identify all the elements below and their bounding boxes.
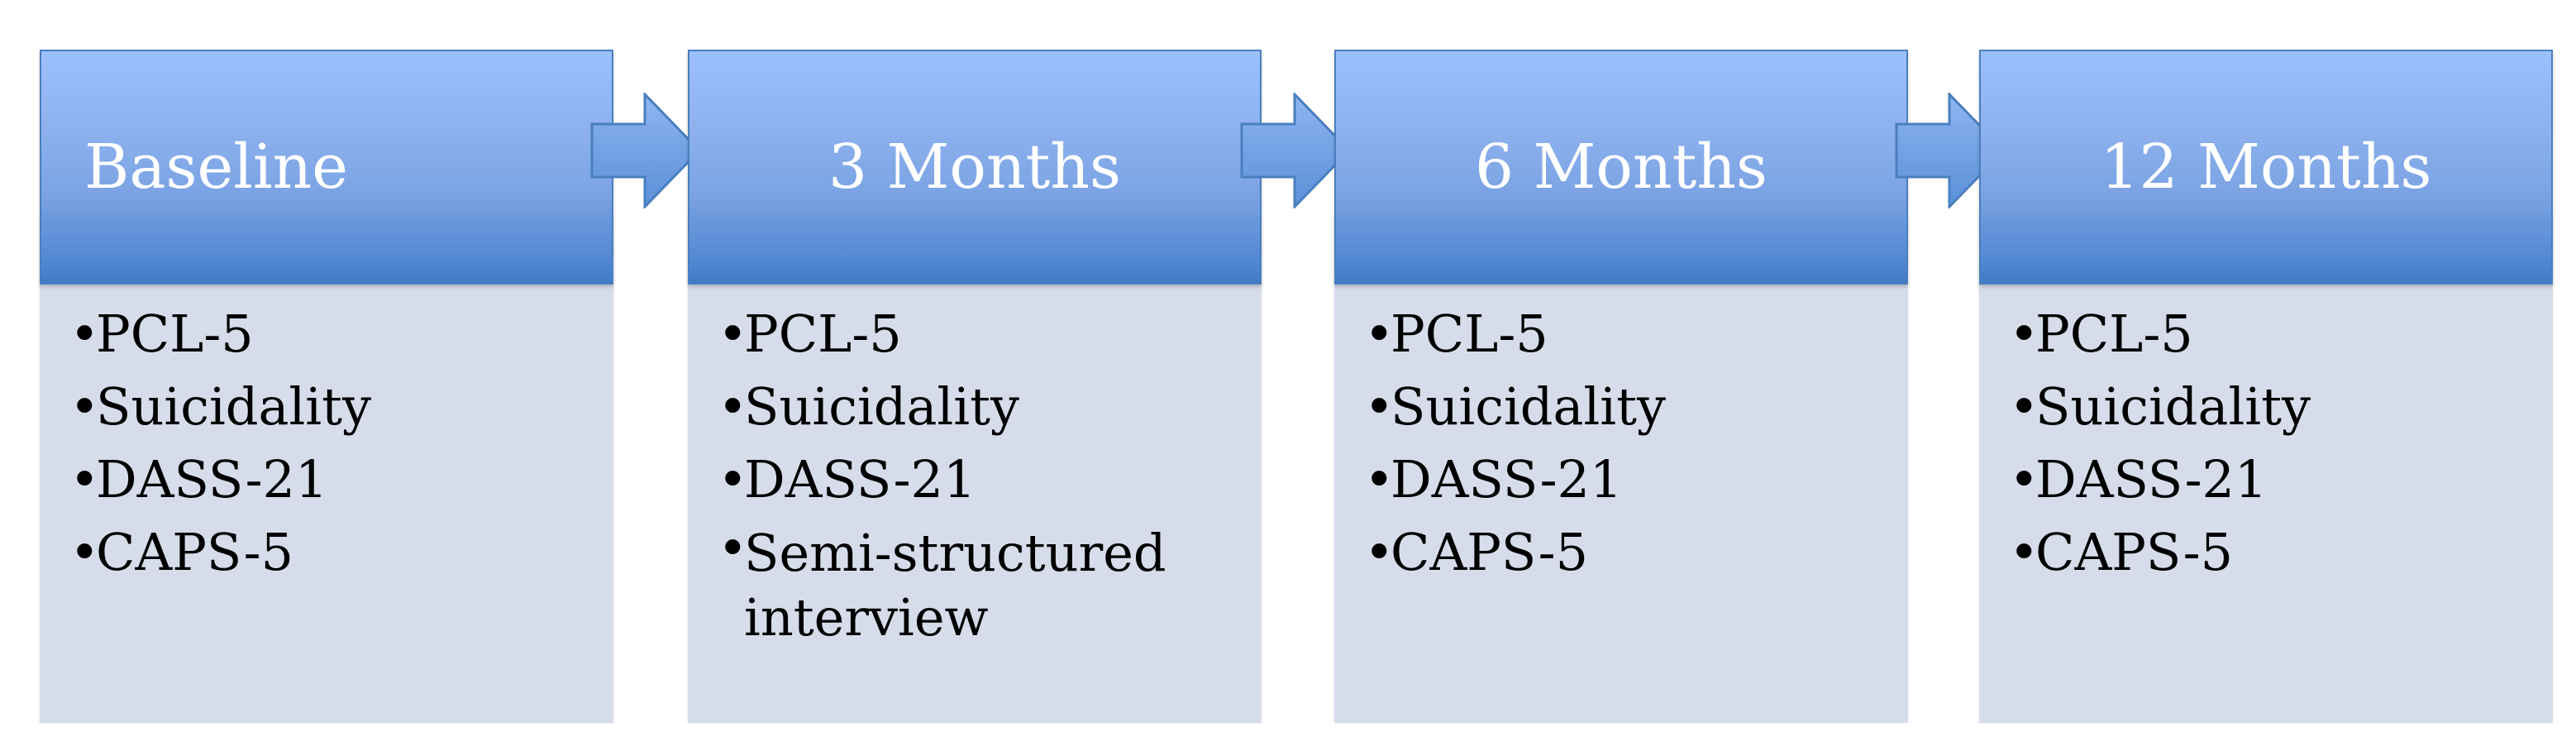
stage-3-months: 3 Months •PCL-5 •Suicidality •DASS-21 •S…	[688, 50, 1262, 723]
list-item: •PCL-5	[1364, 298, 1887, 371]
bullet: •	[718, 304, 748, 364]
bullet: •	[718, 376, 748, 437]
bullet: •	[69, 522, 100, 582]
stage-body	[1979, 215, 2553, 723]
stage-header: 12 Months	[1979, 50, 2553, 285]
stage-6-months: 6 Months •PCL-5 •Suicidality •DASS-21 •C…	[1334, 50, 1908, 723]
stage-body	[40, 215, 613, 723]
bullet: •	[69, 449, 100, 509]
list-item: •Suicidality	[2009, 371, 2531, 443]
measure-label: Semi-structured interview	[744, 523, 1166, 648]
stage-baseline: Baseline •PCL-5 •Suicidality •DASS-21 •C…	[40, 50, 613, 723]
bullet: •	[2009, 304, 2039, 364]
measure-label: DASS-21	[2035, 449, 2268, 509]
measure-list: •PCL-5 •Suicidality •DASS-21 •CAPS-5	[1364, 298, 1887, 589]
list-item: •CAPS-5	[1364, 516, 1887, 589]
bullet: •	[2009, 376, 2039, 437]
list-item: •Semi-structured interview	[718, 516, 1207, 650]
bullet: •	[718, 449, 748, 509]
list-item: •DASS-21	[2009, 443, 2531, 516]
list-item: •DASS-21	[69, 443, 592, 516]
measure-label: Suicidality	[1391, 376, 1667, 437]
bullet: •	[69, 304, 100, 364]
list-item: •Suicidality	[718, 371, 1240, 443]
right-arrow-icon	[1240, 93, 1351, 208]
stage-body	[1334, 215, 1908, 723]
list-item: •DASS-21	[718, 443, 1240, 516]
measure-label: CAPS-5	[1391, 522, 1589, 582]
measure-label: DASS-21	[96, 449, 328, 509]
list-item: •Suicidality	[1364, 371, 1887, 443]
measure-label: Suicidality	[96, 376, 372, 437]
list-item: •DASS-21	[1364, 443, 1887, 516]
list-item: •PCL-5	[69, 298, 592, 371]
stage-body	[688, 215, 1262, 723]
measure-label: CAPS-5	[96, 522, 294, 582]
bullet: •	[1364, 304, 1395, 364]
stage-header: Baseline	[40, 50, 613, 285]
list-item: •CAPS-5	[2009, 516, 2531, 589]
bullet: •	[2009, 522, 2039, 582]
stage-title: 12 Months	[2100, 132, 2432, 203]
stage-header: 6 Months	[1334, 50, 1908, 285]
stage-header: 3 Months	[688, 50, 1262, 285]
measure-label: CAPS-5	[2035, 522, 2234, 582]
measure-label: DASS-21	[1391, 449, 1623, 509]
measure-list: •PCL-5 •Suicidality •DASS-21 •CAPS-5	[2009, 298, 2531, 589]
right-arrow-icon	[1895, 93, 2006, 208]
measure-label: PCL-5	[1391, 304, 1548, 364]
bullet: •	[2009, 449, 2039, 509]
bullet: •	[1364, 449, 1395, 509]
measure-label: DASS-21	[744, 449, 976, 509]
measure-label: PCL-5	[96, 304, 254, 364]
bullet: •	[1364, 376, 1395, 437]
stage-title: 3 Months	[828, 132, 1121, 203]
bullet: •	[718, 518, 748, 578]
list-item: •Suicidality	[69, 371, 592, 443]
measure-label: PCL-5	[744, 304, 902, 364]
stage-title: Baseline	[84, 132, 349, 203]
stage-title: 6 Months	[1475, 132, 1767, 203]
bullet: •	[69, 376, 100, 437]
measure-label: PCL-5	[2035, 304, 2193, 364]
measure-label: Suicidality	[744, 376, 1020, 437]
measure-list: •PCL-5 •Suicidality •DASS-21 •CAPS-5	[69, 298, 592, 589]
list-item: •PCL-5	[2009, 298, 2531, 371]
list-item: •PCL-5	[718, 298, 1240, 371]
measure-list: •PCL-5 •Suicidality •DASS-21 •Semi-struc…	[718, 298, 1240, 650]
measure-label: Suicidality	[2035, 376, 2311, 437]
bullet: •	[1364, 522, 1395, 582]
right-arrow-icon	[590, 93, 701, 208]
stage-12-months: 12 Months •PCL-5 •Suicidality •DASS-21 •…	[1979, 50, 2553, 723]
list-item: •CAPS-5	[69, 516, 592, 589]
